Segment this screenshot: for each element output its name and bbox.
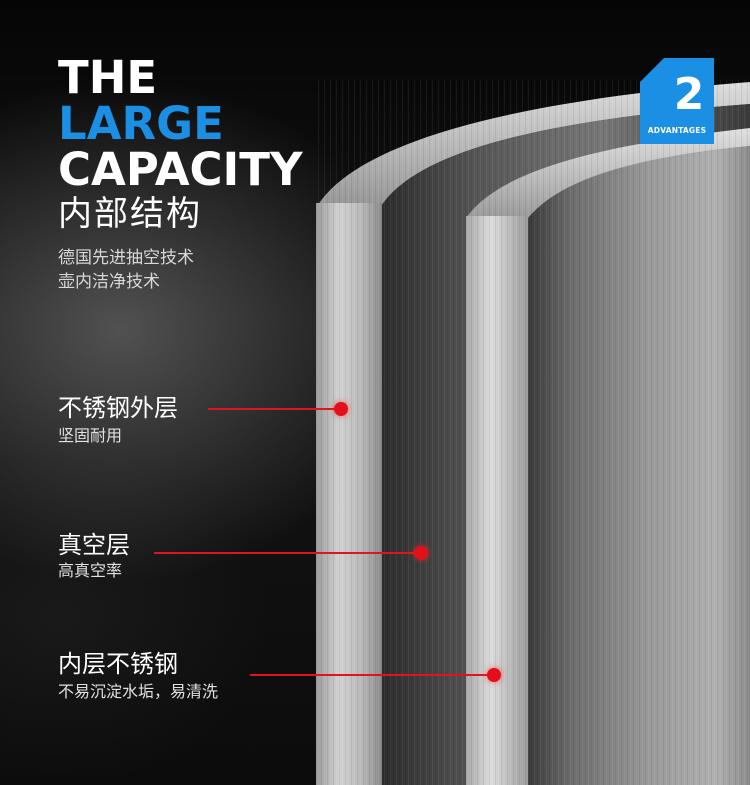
layer-inner-title: 内层不锈钢 (58, 650, 178, 678)
headline: THE LARGE CAPACITY (58, 55, 303, 193)
layer-vacuum-leader-line (154, 552, 418, 554)
layer-vacuum-marker (414, 546, 428, 560)
tech-line-2: 壶内洁净技术 (58, 272, 160, 292)
badge-number: 2 (673, 69, 705, 120)
layer-inner-marker (487, 668, 501, 682)
badge-shape (640, 58, 714, 144)
headline-line-1: THE (58, 51, 158, 104)
advantages-badge: 2 ADVANTAGES (640, 58, 714, 144)
headline-line-3: CAPACITY (58, 143, 303, 196)
tech-line-1: 德国先进抽空技术 (58, 248, 194, 268)
layer-outer-leader-line (208, 408, 338, 410)
layer-vacuum-description: 高真空率 (58, 561, 123, 580)
headline-line-2: LARGE (58, 97, 224, 150)
layer-outer-description: 坚固耐用 (58, 426, 123, 445)
layer-inner-leader-line (250, 674, 492, 676)
layer-outer-marker (334, 402, 348, 416)
badge-label: ADVANTAGES (647, 126, 707, 135)
section-subtitle: 内部结构 (58, 194, 202, 234)
layer-vacuum-title: 真空层 (58, 531, 130, 559)
layer-inner-description: 不易沉淀水垢，易清洗 (58, 682, 219, 701)
layer-outer-title: 不锈钢外层 (58, 394, 178, 422)
